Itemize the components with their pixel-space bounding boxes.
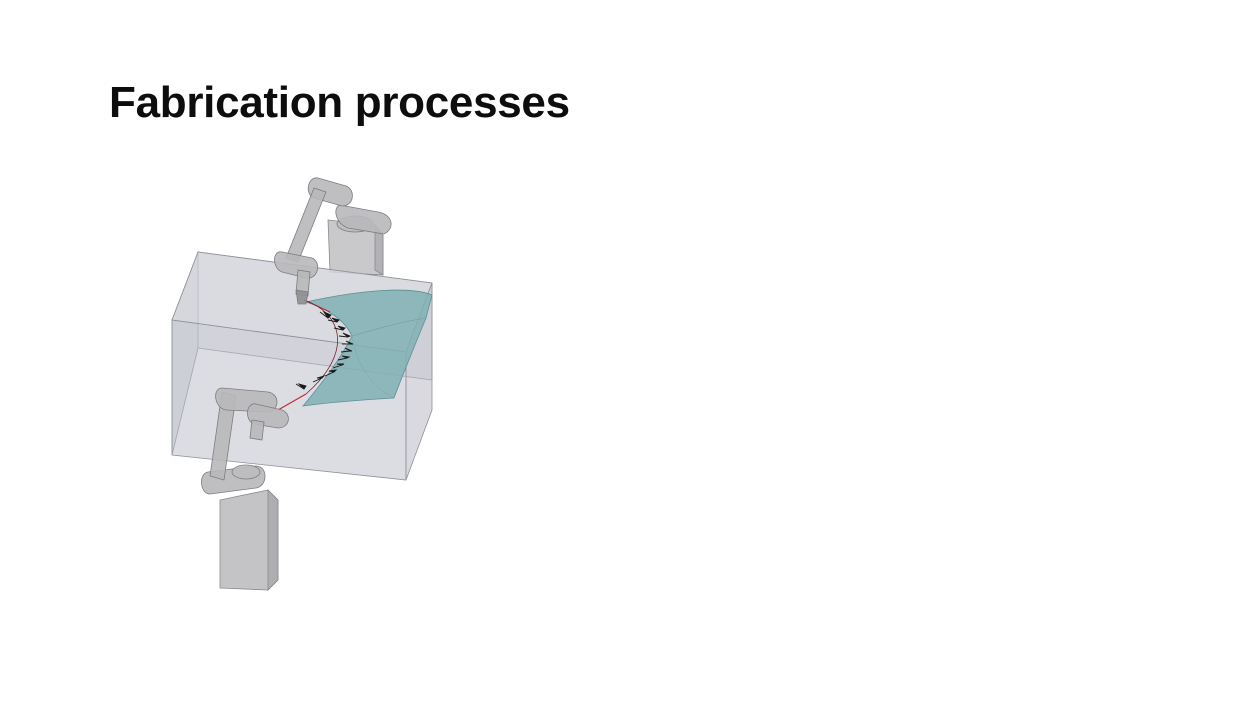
- lower-robot-pedestal: [219, 489, 279, 591]
- lower-robot-arm: [201, 387, 289, 495]
- cut-direction-arrows: [295, 310, 354, 390]
- robot-hotwire-illustration: [171, 177, 433, 591]
- page-title: Fabrication processes: [109, 78, 570, 127]
- cut-surface: [302, 289, 433, 407]
- upper-robot-arm: [274, 177, 392, 305]
